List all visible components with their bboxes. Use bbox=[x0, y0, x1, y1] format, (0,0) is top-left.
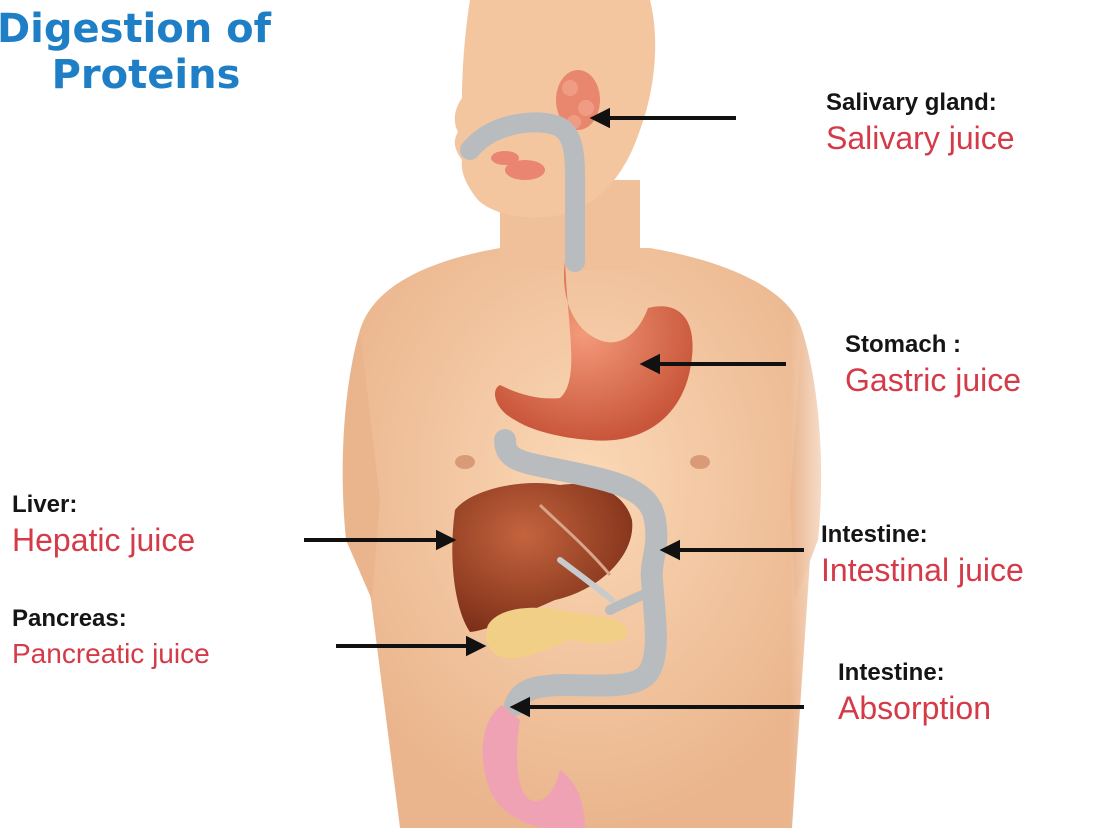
label-stomach-juice: Gastric juice bbox=[845, 360, 1021, 400]
label-liver: Liver: Hepatic juice bbox=[12, 490, 195, 560]
label-intestine: Intestine: Intestinal juice bbox=[821, 520, 1024, 590]
diagram-title: Digestion of Proteins bbox=[0, 6, 274, 98]
label-stomach: Stomach : Gastric juice bbox=[845, 330, 1021, 400]
label-intestine-heading: Intestine: bbox=[821, 520, 1024, 550]
label-salivary: Salivary gland: Salivary juice bbox=[826, 88, 1015, 158]
label-liver-juice: Hepatic juice bbox=[12, 520, 195, 560]
label-pancreas-heading: Pancreas: bbox=[12, 604, 210, 634]
label-absorption: Intestine: Absorption bbox=[838, 658, 991, 728]
label-stomach-heading: Stomach : bbox=[845, 330, 1021, 360]
label-pancreas: Pancreas: Pancreatic juice bbox=[12, 604, 210, 674]
label-pancreas-juice: Pancreatic juice bbox=[12, 634, 210, 674]
label-salivary-juice: Salivary juice bbox=[826, 118, 1015, 158]
title-line-1: Digestion of bbox=[0, 6, 274, 52]
title-line-2: Proteins bbox=[0, 52, 274, 98]
label-intestine-juice: Intestinal juice bbox=[821, 550, 1024, 590]
label-liver-heading: Liver: bbox=[12, 490, 195, 520]
label-salivary-heading: Salivary gland: bbox=[826, 88, 1015, 118]
label-absorption-juice: Absorption bbox=[838, 688, 991, 728]
label-absorption-heading: Intestine: bbox=[838, 658, 991, 688]
